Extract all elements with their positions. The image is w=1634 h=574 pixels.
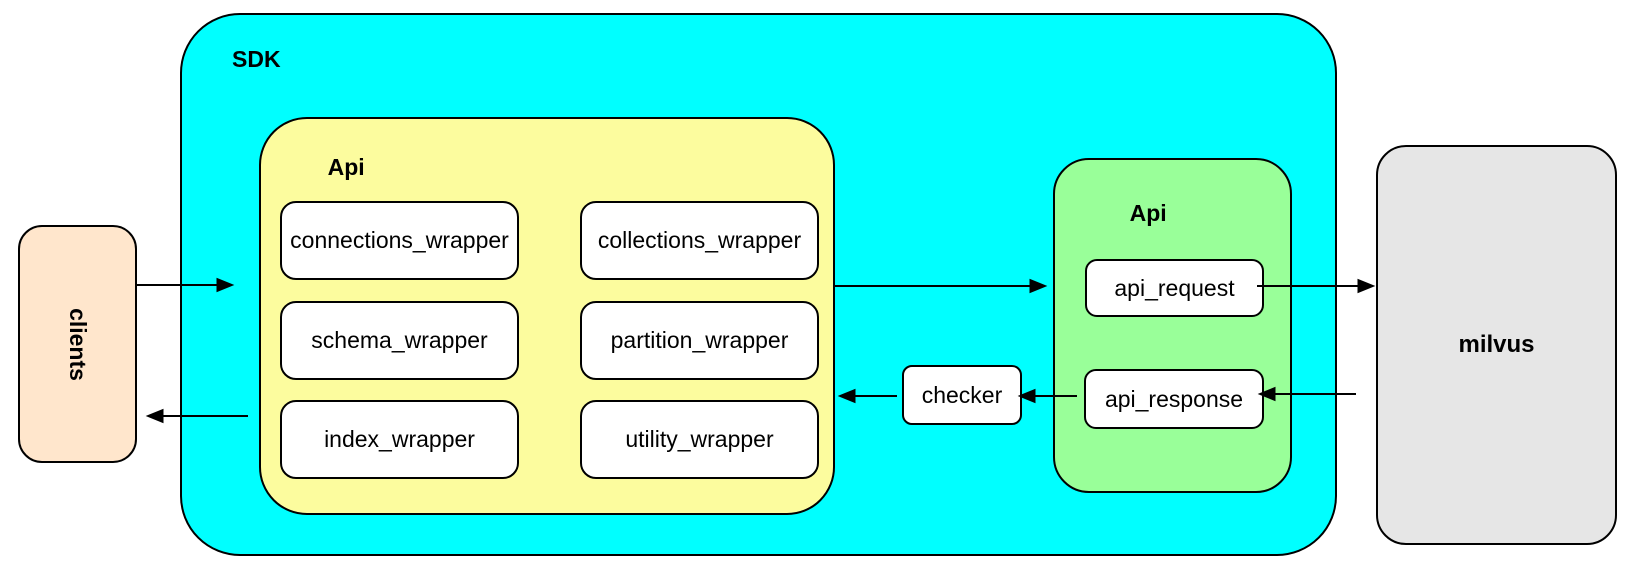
sdk-box: SDK Api Wrapper connections_wrapper coll… [180,13,1337,556]
sdk-label: SDK [232,46,281,72]
clients-label: clients [65,307,91,381]
module-index-wrapper: index_wrapper [280,400,519,479]
module-collections-wrapper: collections_wrapper [580,201,819,280]
api-gateway-box: Api Gateway api_request api_response [1053,158,1292,493]
api-gateway-label-line1: Api [1129,199,1167,226]
api-response-box: api_response [1084,369,1264,429]
module-schema-wrapper: schema_wrapper [280,301,519,380]
clients-box: clients [18,225,137,463]
milvus-label: milvus [1458,330,1535,358]
api-wrapper-box: Api Wrapper connections_wrapper collecti… [259,117,835,515]
checker-box: checker [902,365,1022,425]
milvus-box: milvus [1376,145,1617,545]
module-utility-wrapper: utility_wrapper [580,400,819,479]
module-connections-wrapper: connections_wrapper [280,201,519,280]
api-request-box: api_request [1085,259,1264,317]
module-partition-wrapper: partition_wrapper [580,301,819,380]
api-wrapper-label-line1: Api [327,153,365,180]
